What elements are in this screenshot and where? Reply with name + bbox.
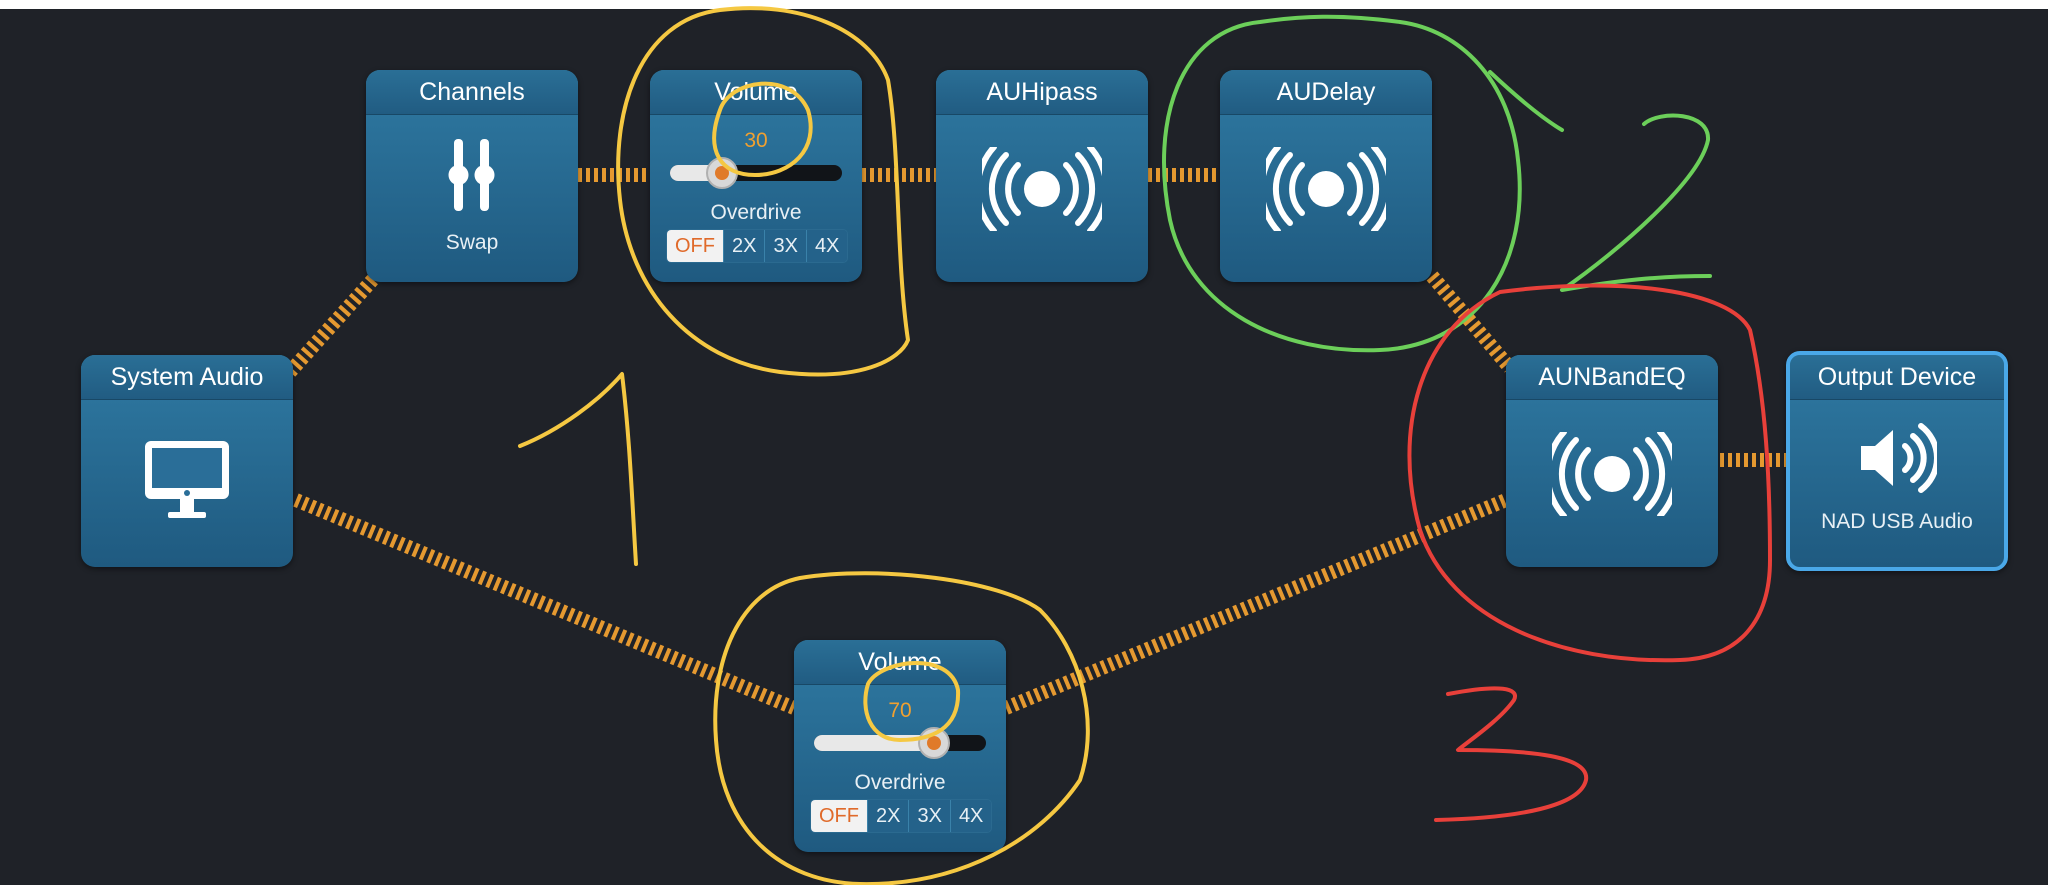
- overdrive-3x[interactable]: 3X: [908, 800, 950, 832]
- overdrive-label: Overdrive: [710, 201, 802, 224]
- sliders-icon: [366, 135, 578, 220]
- node-audelay[interactable]: AUDelay: [1220, 70, 1432, 282]
- volume-value: 30: [744, 129, 768, 152]
- volume-slider-fill: [814, 735, 935, 751]
- node-aunbandeq[interactable]: AUNBandEQ: [1506, 355, 1718, 567]
- node-subtitle: NAD USB Audio: [1821, 510, 1973, 533]
- node-title: AUNBandEQ: [1506, 355, 1718, 400]
- node-subtitle: Swap: [445, 231, 499, 254]
- node-volume-top[interactable]: Volume 30 Overdrive OFF 2X 3X 4X: [650, 70, 862, 282]
- volume-slider-thumb[interactable]: [918, 727, 951, 759]
- wire-volume2-eq: [1003, 493, 1509, 715]
- node-channels[interactable]: Channels Swap: [366, 70, 578, 282]
- volume-slider[interactable]: [670, 157, 842, 189]
- overdrive-4x[interactable]: 4X: [805, 230, 848, 262]
- overdrive-2x[interactable]: 2X: [867, 800, 909, 832]
- node-system-audio[interactable]: System Audio: [81, 355, 293, 567]
- node-title: Output Device: [1790, 355, 2004, 400]
- node-output-device[interactable]: Output Device NAD USB Audio: [1786, 351, 2008, 571]
- overdrive-3x[interactable]: 3X: [764, 230, 806, 262]
- overdrive-off[interactable]: OFF: [811, 800, 867, 832]
- node-title: AUHipass: [936, 70, 1148, 115]
- wire-system-volume2: [293, 493, 797, 715]
- node-title: Volume: [794, 640, 1006, 685]
- volume-slider-thumb[interactable]: [705, 157, 738, 189]
- node-title: AUDelay: [1220, 70, 1432, 115]
- node-auhipass[interactable]: AUHipass: [936, 70, 1148, 282]
- overdrive-segmented-control[interactable]: OFF 2X 3X 4X: [810, 799, 993, 833]
- node-volume-bottom[interactable]: Volume 70 Overdrive OFF 2X 3X 4X: [794, 640, 1006, 852]
- audio-unit-icon: [1220, 144, 1432, 236]
- wire-audelay-eq: [1426, 271, 1516, 373]
- overdrive-4x[interactable]: 4X: [949, 800, 992, 832]
- top-edge: [0, 0, 2048, 9]
- overdrive-label: Overdrive: [854, 771, 946, 794]
- node-title: Channels: [366, 70, 578, 115]
- overdrive-2x[interactable]: 2X: [723, 230, 765, 262]
- overdrive-segmented-control[interactable]: OFF 2X 3X 4X: [666, 229, 849, 263]
- monitor-icon: [81, 438, 293, 527]
- node-title: Volume: [650, 70, 862, 115]
- audio-unit-icon: [936, 144, 1148, 236]
- audio-unit-icon: [1506, 429, 1718, 521]
- node-title: System Audio: [81, 355, 293, 400]
- overdrive-off[interactable]: OFF: [667, 230, 723, 262]
- speaker-icon: [1790, 418, 2004, 503]
- volume-slider[interactable]: [814, 727, 986, 759]
- volume-value: 70: [888, 699, 912, 722]
- wire-system-channels: [284, 271, 382, 377]
